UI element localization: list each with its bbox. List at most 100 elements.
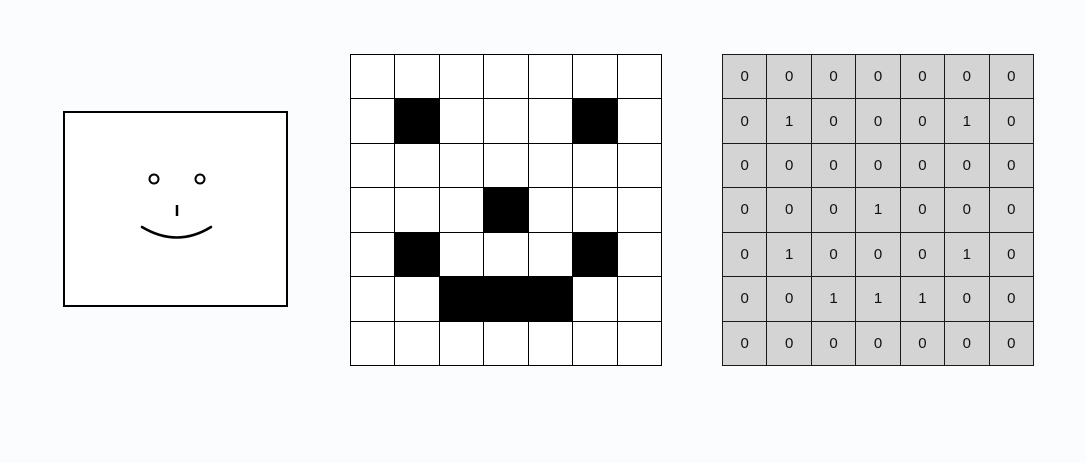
value-cell: 0 (989, 99, 1034, 144)
value-cell: 0 (723, 277, 768, 322)
value-cell: 0 (723, 55, 768, 100)
value-cell: 0 (767, 143, 812, 189)
value-cell: 0 (989, 143, 1034, 189)
value-cell: 1 (811, 277, 857, 322)
pixel-cell (395, 277, 440, 322)
value-cell: 0 (900, 99, 946, 144)
value-cell: 0 (811, 55, 857, 100)
value-cell: 0 (723, 188, 768, 233)
pixel-cell (617, 143, 662, 189)
pixel-cell (395, 143, 440, 189)
value-cell: 0 (767, 277, 812, 322)
pixel-cell (395, 321, 440, 366)
value-cell: 0 (723, 143, 768, 189)
pixel-cell (573, 321, 618, 366)
value-cell: 1 (856, 277, 901, 322)
pixel-cell (484, 188, 529, 233)
value-cell: 0 (945, 188, 990, 233)
right-eye (194, 173, 206, 185)
pixel-cell (617, 55, 662, 100)
pixel-cell (484, 55, 529, 100)
value-cell: 0 (900, 188, 946, 233)
pixel-cell (617, 99, 662, 144)
pixel-cell (351, 143, 396, 189)
value-cell: 1 (767, 99, 812, 144)
pixel-cell (573, 143, 618, 189)
pixel-cell (484, 232, 529, 278)
pixel-cell (395, 232, 440, 278)
pixel-cell (351, 321, 396, 366)
value-cell: 0 (811, 99, 857, 144)
value-cell: 0 (989, 188, 1034, 233)
pixel-cell (439, 55, 485, 100)
pixel-cell (528, 321, 574, 366)
pixel-cell (484, 99, 529, 144)
pixel-cell (617, 277, 662, 322)
pixel-cell (573, 99, 618, 144)
value-cell: 0 (856, 55, 901, 100)
value-cell: 0 (900, 55, 946, 100)
value-cell: 0 (723, 99, 768, 144)
value-cell: 0 (767, 321, 812, 366)
value-cell: 0 (945, 143, 990, 189)
pixel-cell (528, 55, 574, 100)
value-cell: 0 (900, 232, 946, 278)
mouth (140, 225, 213, 239)
value-cell: 0 (811, 143, 857, 189)
pixel-cell (439, 143, 485, 189)
value-cell: 0 (723, 321, 768, 366)
pixel-cell (573, 277, 618, 322)
pixel-cell (573, 232, 618, 278)
pixel-cell (395, 188, 440, 233)
value-cell: 0 (856, 143, 901, 189)
left-eye (148, 173, 160, 185)
value-cell: 1 (945, 99, 990, 144)
pixel-cell (528, 99, 574, 144)
value-cell: 0 (767, 55, 812, 100)
value-cell: 0 (767, 188, 812, 233)
value-cell: 0 (945, 55, 990, 100)
value-cell: 1 (767, 232, 812, 278)
value-cell: 1 (856, 188, 901, 233)
pixel-cell (617, 232, 662, 278)
smiley-sketch-panel (63, 111, 288, 307)
pixel-cell (351, 277, 396, 322)
value-cell: 0 (989, 321, 1034, 366)
value-cell: 0 (723, 232, 768, 278)
pixel-cell (439, 277, 485, 322)
value-cell: 0 (945, 277, 990, 322)
value-cell: 0 (856, 232, 901, 278)
value-cell: 0 (900, 143, 946, 189)
value-cell: 0 (945, 321, 990, 366)
pixel-cell (528, 188, 574, 233)
smiley-face-icon (140, 173, 213, 239)
pixel-cell (528, 143, 574, 189)
pixel-cell (439, 99, 485, 144)
pixel-grid (350, 54, 662, 366)
pixel-cell (617, 188, 662, 233)
pixel-cell (528, 232, 574, 278)
pixel-cell (351, 55, 396, 100)
pixel-cell (351, 99, 396, 144)
value-cell: 1 (945, 232, 990, 278)
pixel-cell (395, 55, 440, 100)
pixel-cell (351, 232, 396, 278)
pixel-cell (395, 99, 440, 144)
pixel-cell (573, 188, 618, 233)
pixel-cell (439, 188, 485, 233)
value-cell: 0 (856, 99, 901, 144)
pixel-cell (528, 277, 574, 322)
value-cell: 0 (989, 232, 1034, 278)
pixel-cell (484, 277, 529, 322)
value-cell: 1 (900, 277, 946, 322)
value-cell: 0 (811, 321, 857, 366)
pixel-cell (439, 321, 485, 366)
value-cell: 0 (900, 321, 946, 366)
value-cell: 0 (989, 277, 1034, 322)
value-cell: 0 (989, 55, 1034, 100)
pixel-cell (439, 232, 485, 278)
pixel-cell (617, 321, 662, 366)
pixel-cell (484, 321, 529, 366)
